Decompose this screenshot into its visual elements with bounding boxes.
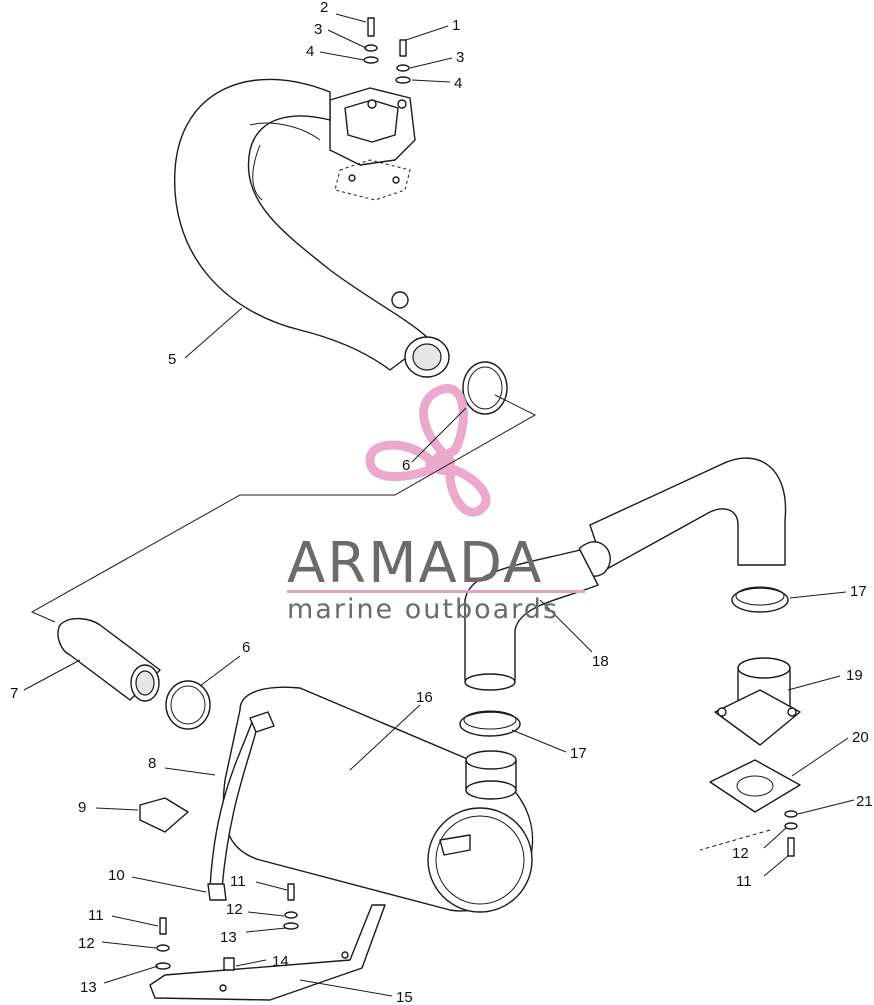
- top-bolts-washers: [363, 17, 411, 84]
- callout-20: 20: [852, 729, 869, 746]
- pad-9: [139, 797, 189, 833]
- callout-8: 8: [148, 755, 156, 772]
- callout-1: 1: [452, 17, 460, 34]
- hose-clamp-17-middle: [459, 710, 521, 737]
- callout-19: 19: [846, 667, 863, 684]
- callout-14: 14: [272, 953, 289, 970]
- callout-12-right: 12: [732, 845, 749, 862]
- watermark-underline: [287, 590, 585, 593]
- callout-5: 5: [168, 351, 176, 368]
- callout-6-upper: 6: [402, 457, 410, 474]
- right-bolt-stack: [699, 810, 798, 857]
- hose-clamp-6-upper: [462, 361, 508, 415]
- bracket-15: [149, 904, 386, 1001]
- callout-11-right: 11: [736, 873, 752, 890]
- callout-16: 16: [416, 689, 433, 706]
- flange-19: [714, 657, 801, 746]
- callout-21: 21: [856, 793, 873, 810]
- callout-4-right: 4: [454, 75, 462, 92]
- callout-17-middle: 17: [570, 745, 587, 762]
- exhaust-pipe-18: [464, 457, 787, 691]
- callout-12-left: 12: [78, 935, 95, 952]
- callout-13-mid: 13: [220, 929, 237, 946]
- lower-bolt-stacks: [155, 883, 299, 971]
- callout-15: 15: [396, 989, 413, 1005]
- callout-6-lower: 6: [242, 639, 250, 656]
- assembly-guide-lines: [30, 394, 537, 623]
- callout-7: 7: [10, 685, 18, 702]
- armada-watermark: ARMADA marine outboards: [287, 531, 585, 625]
- watermark-tagline: marine outboards: [287, 594, 559, 625]
- callout-12-mid: 12: [226, 901, 243, 918]
- exhaust-pipe-7: [57, 617, 161, 702]
- callout-4-left: 4: [306, 43, 314, 60]
- callout-11-mid: 11: [230, 873, 246, 890]
- hose-clamp-6-lower: [165, 680, 211, 730]
- callout-labels: 2 1 3 3 4 4 5 6 6 7 8 9 10 11 11 11 12 1…: [10, 0, 873, 1005]
- callout-10: 10: [108, 867, 125, 884]
- callout-17-right: 17: [850, 583, 867, 600]
- callout-13-left: 13: [80, 979, 97, 996]
- watermark-brand: ARMADA: [287, 531, 543, 596]
- armada-propeller-logo: [365, 384, 491, 517]
- callout-11-left: 11: [88, 907, 104, 924]
- hose-8: [207, 711, 275, 901]
- gasket-20: [709, 759, 801, 813]
- callout-18: 18: [592, 653, 609, 670]
- callout-3-left: 3: [314, 21, 322, 38]
- callout-3-right: 3: [456, 49, 464, 66]
- exhaust-flange-part: [329, 87, 416, 201]
- muffler-16: [222, 686, 534, 913]
- callout-2: 2: [320, 0, 328, 16]
- leader-lines: [23, 13, 855, 997]
- callout-9: 9: [78, 799, 86, 816]
- exhaust-pipe-5: [174, 78, 450, 378]
- hose-clamp-17-right: [731, 586, 789, 613]
